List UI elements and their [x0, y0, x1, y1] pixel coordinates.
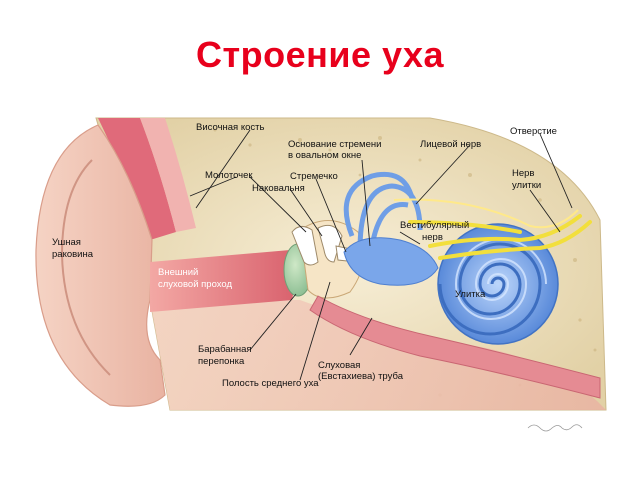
label-eustachian-tube-2: (Евстахиева) труба — [318, 371, 404, 382]
artist-signature — [527, 424, 583, 432]
label-stapes-base-2: в овальном окне — [288, 150, 361, 161]
label-vestibular-nerve: Вестибулярный — [400, 220, 469, 231]
label-middle-ear-cavity: Полость среднего уха — [222, 378, 319, 389]
eustachian-tube — [309, 295, 601, 399]
label-temporal-bone: Височная кость — [196, 122, 264, 133]
label-incus: Наковальня — [252, 183, 305, 194]
label-malleus: Молоточек — [205, 170, 253, 181]
label-eardrum-2: перепонка — [198, 356, 245, 367]
scalp-layer-inner — [140, 118, 196, 232]
label-auricle-2: раковина — [52, 249, 94, 260]
nerve-bundle — [408, 214, 592, 260]
label-cochlear-nerve: Нерв — [512, 168, 534, 179]
vestibule — [343, 237, 439, 286]
label-cochlea: Улитка — [455, 289, 486, 300]
label-opening: Отверстие — [510, 126, 557, 137]
label-vestibular-nerve-2: нерв — [422, 232, 443, 243]
malleus — [291, 226, 319, 266]
leader-lines — [189, 129, 573, 381]
scalp-layer — [98, 118, 176, 240]
label-stapes-base: Основание стремени — [288, 139, 381, 150]
label-ear-canal: Внешний — [158, 267, 198, 278]
label-ear-canal-2: слуховой проход — [158, 279, 232, 290]
label-cochlear-nerve-2: улитки — [512, 180, 541, 191]
label-eardrum: Барабанная — [198, 344, 252, 355]
label-facial-nerve: Лицевой нерв — [420, 139, 481, 150]
auricle — [35, 124, 166, 407]
cochlea-spiral-light — [454, 238, 547, 320]
lower-tissue — [150, 300, 606, 410]
facial-nerve — [393, 198, 579, 229]
page-title: Строение уха — [195, 34, 445, 75]
label-stapes: Стремечко — [290, 171, 338, 182]
auricle-fold — [60, 159, 111, 376]
ear-canal — [150, 250, 296, 312]
incus — [317, 224, 343, 263]
cochlea-spiral — [438, 242, 542, 336]
label-auricle: Ушная — [52, 237, 81, 248]
label-eustachian-tube: Слуховая — [318, 360, 360, 371]
